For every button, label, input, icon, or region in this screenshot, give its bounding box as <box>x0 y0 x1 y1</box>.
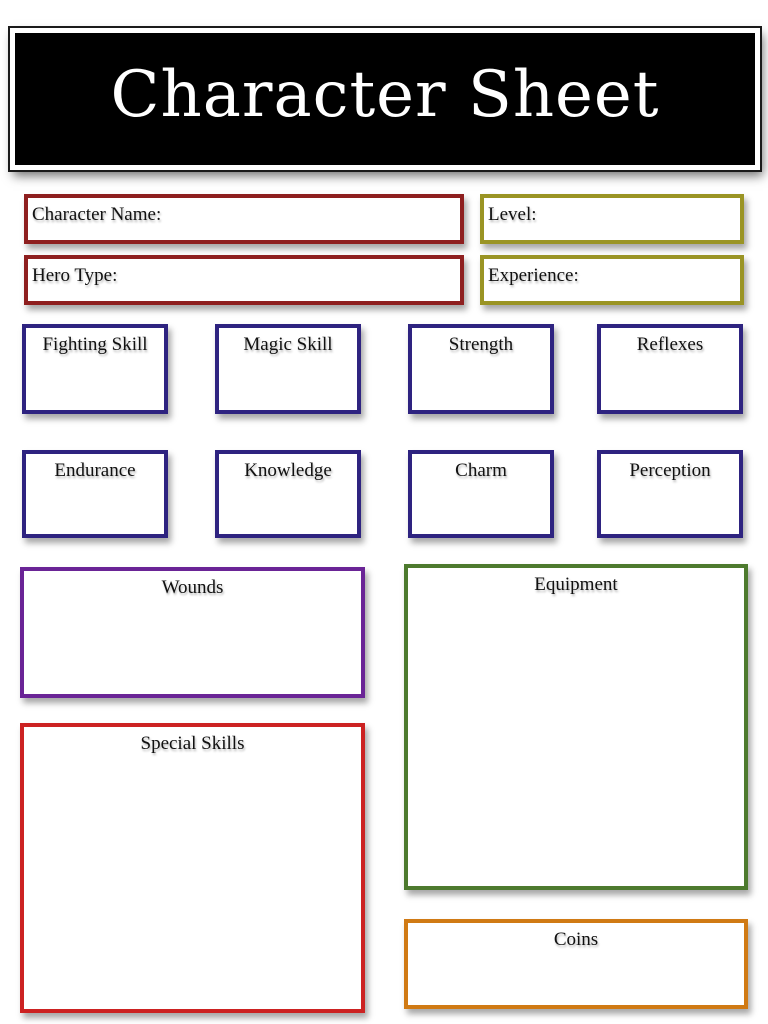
strength-label: Strength <box>448 334 514 355</box>
endurance-label: Endurance <box>54 460 136 481</box>
character-name-field[interactable]: Character Name: <box>24 194 464 244</box>
special-skills-label: Special Skills <box>140 733 245 754</box>
coins-label: Coins <box>553 929 599 950</box>
perception-box[interactable]: Perception <box>597 450 743 538</box>
reflexes-box[interactable]: Reflexes <box>597 324 743 414</box>
experience-field[interactable]: Experience: <box>480 255 744 305</box>
coins-box[interactable]: Coins <box>404 919 748 1009</box>
knowledge-label: Knowledge <box>244 460 332 481</box>
level-field[interactable]: Level: <box>480 194 744 244</box>
character-name-label: Character Name: <box>32 204 162 225</box>
fighting-skill-box[interactable]: Fighting Skill <box>22 324 168 414</box>
hero-type-field[interactable]: Hero Type: <box>24 255 464 305</box>
reflexes-label: Reflexes <box>636 334 704 355</box>
page-title: Character Sheet <box>110 58 660 132</box>
wounds-box[interactable]: Wounds <box>20 567 365 698</box>
wounds-label: Wounds <box>161 577 224 598</box>
magic-skill-box[interactable]: Magic Skill <box>215 324 361 414</box>
charm-box[interactable]: Charm <box>408 450 554 538</box>
knowledge-box[interactable]: Knowledge <box>215 450 361 538</box>
strength-box[interactable]: Strength <box>408 324 554 414</box>
fighting-skill-label: Fighting Skill <box>42 334 148 355</box>
title-banner: Character Sheet <box>8 26 762 172</box>
endurance-box[interactable]: Endurance <box>22 450 168 538</box>
perception-label: Perception <box>629 460 711 481</box>
hero-type-label: Hero Type: <box>32 265 118 286</box>
equipment-label: Equipment <box>534 574 618 595</box>
experience-label: Experience: <box>488 265 579 286</box>
magic-skill-label: Magic Skill <box>243 334 333 355</box>
level-label: Level: <box>488 204 537 225</box>
special-skills-box[interactable]: Special Skills <box>20 723 365 1013</box>
equipment-box[interactable]: Equipment <box>404 564 748 890</box>
charm-label: Charm <box>455 460 507 481</box>
